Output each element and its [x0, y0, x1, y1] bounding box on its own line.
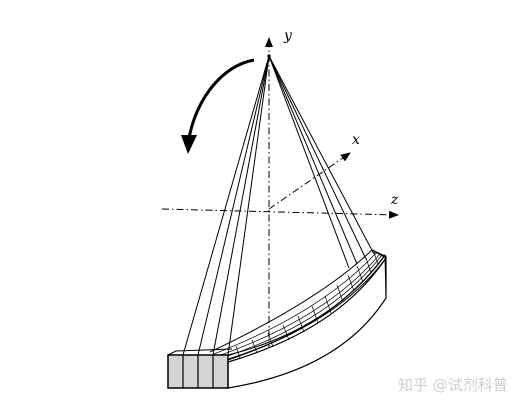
grid-line [213, 251, 378, 355]
rotation-arrowhead-icon [181, 135, 197, 154]
x-axis [268, 152, 351, 210]
detector-top-face-edge [167, 350, 177, 356]
x-ray-source-point [267, 54, 271, 58]
detector-top-face-edge [175, 348, 233, 352]
x-axis-label: x [352, 132, 360, 148]
detector-right-end [371, 249, 387, 299]
detector-array [167, 249, 387, 389]
y-axis-label: y [283, 28, 293, 44]
x-ray-fan-beam [182, 55, 375, 356]
detector-top-edge [209, 249, 386, 353]
grid-line [224, 256, 385, 361]
grid-transverse-lines [235, 251, 379, 359]
grid-line [221, 254, 383, 359]
z-axis-label: z [390, 192, 399, 208]
z-axis [161, 208, 399, 219]
watermark-text: 知乎 @试剂科普 [398, 376, 508, 394]
grid-line [217, 253, 381, 357]
curved-rotation-arrow-icon [187, 58, 255, 139]
